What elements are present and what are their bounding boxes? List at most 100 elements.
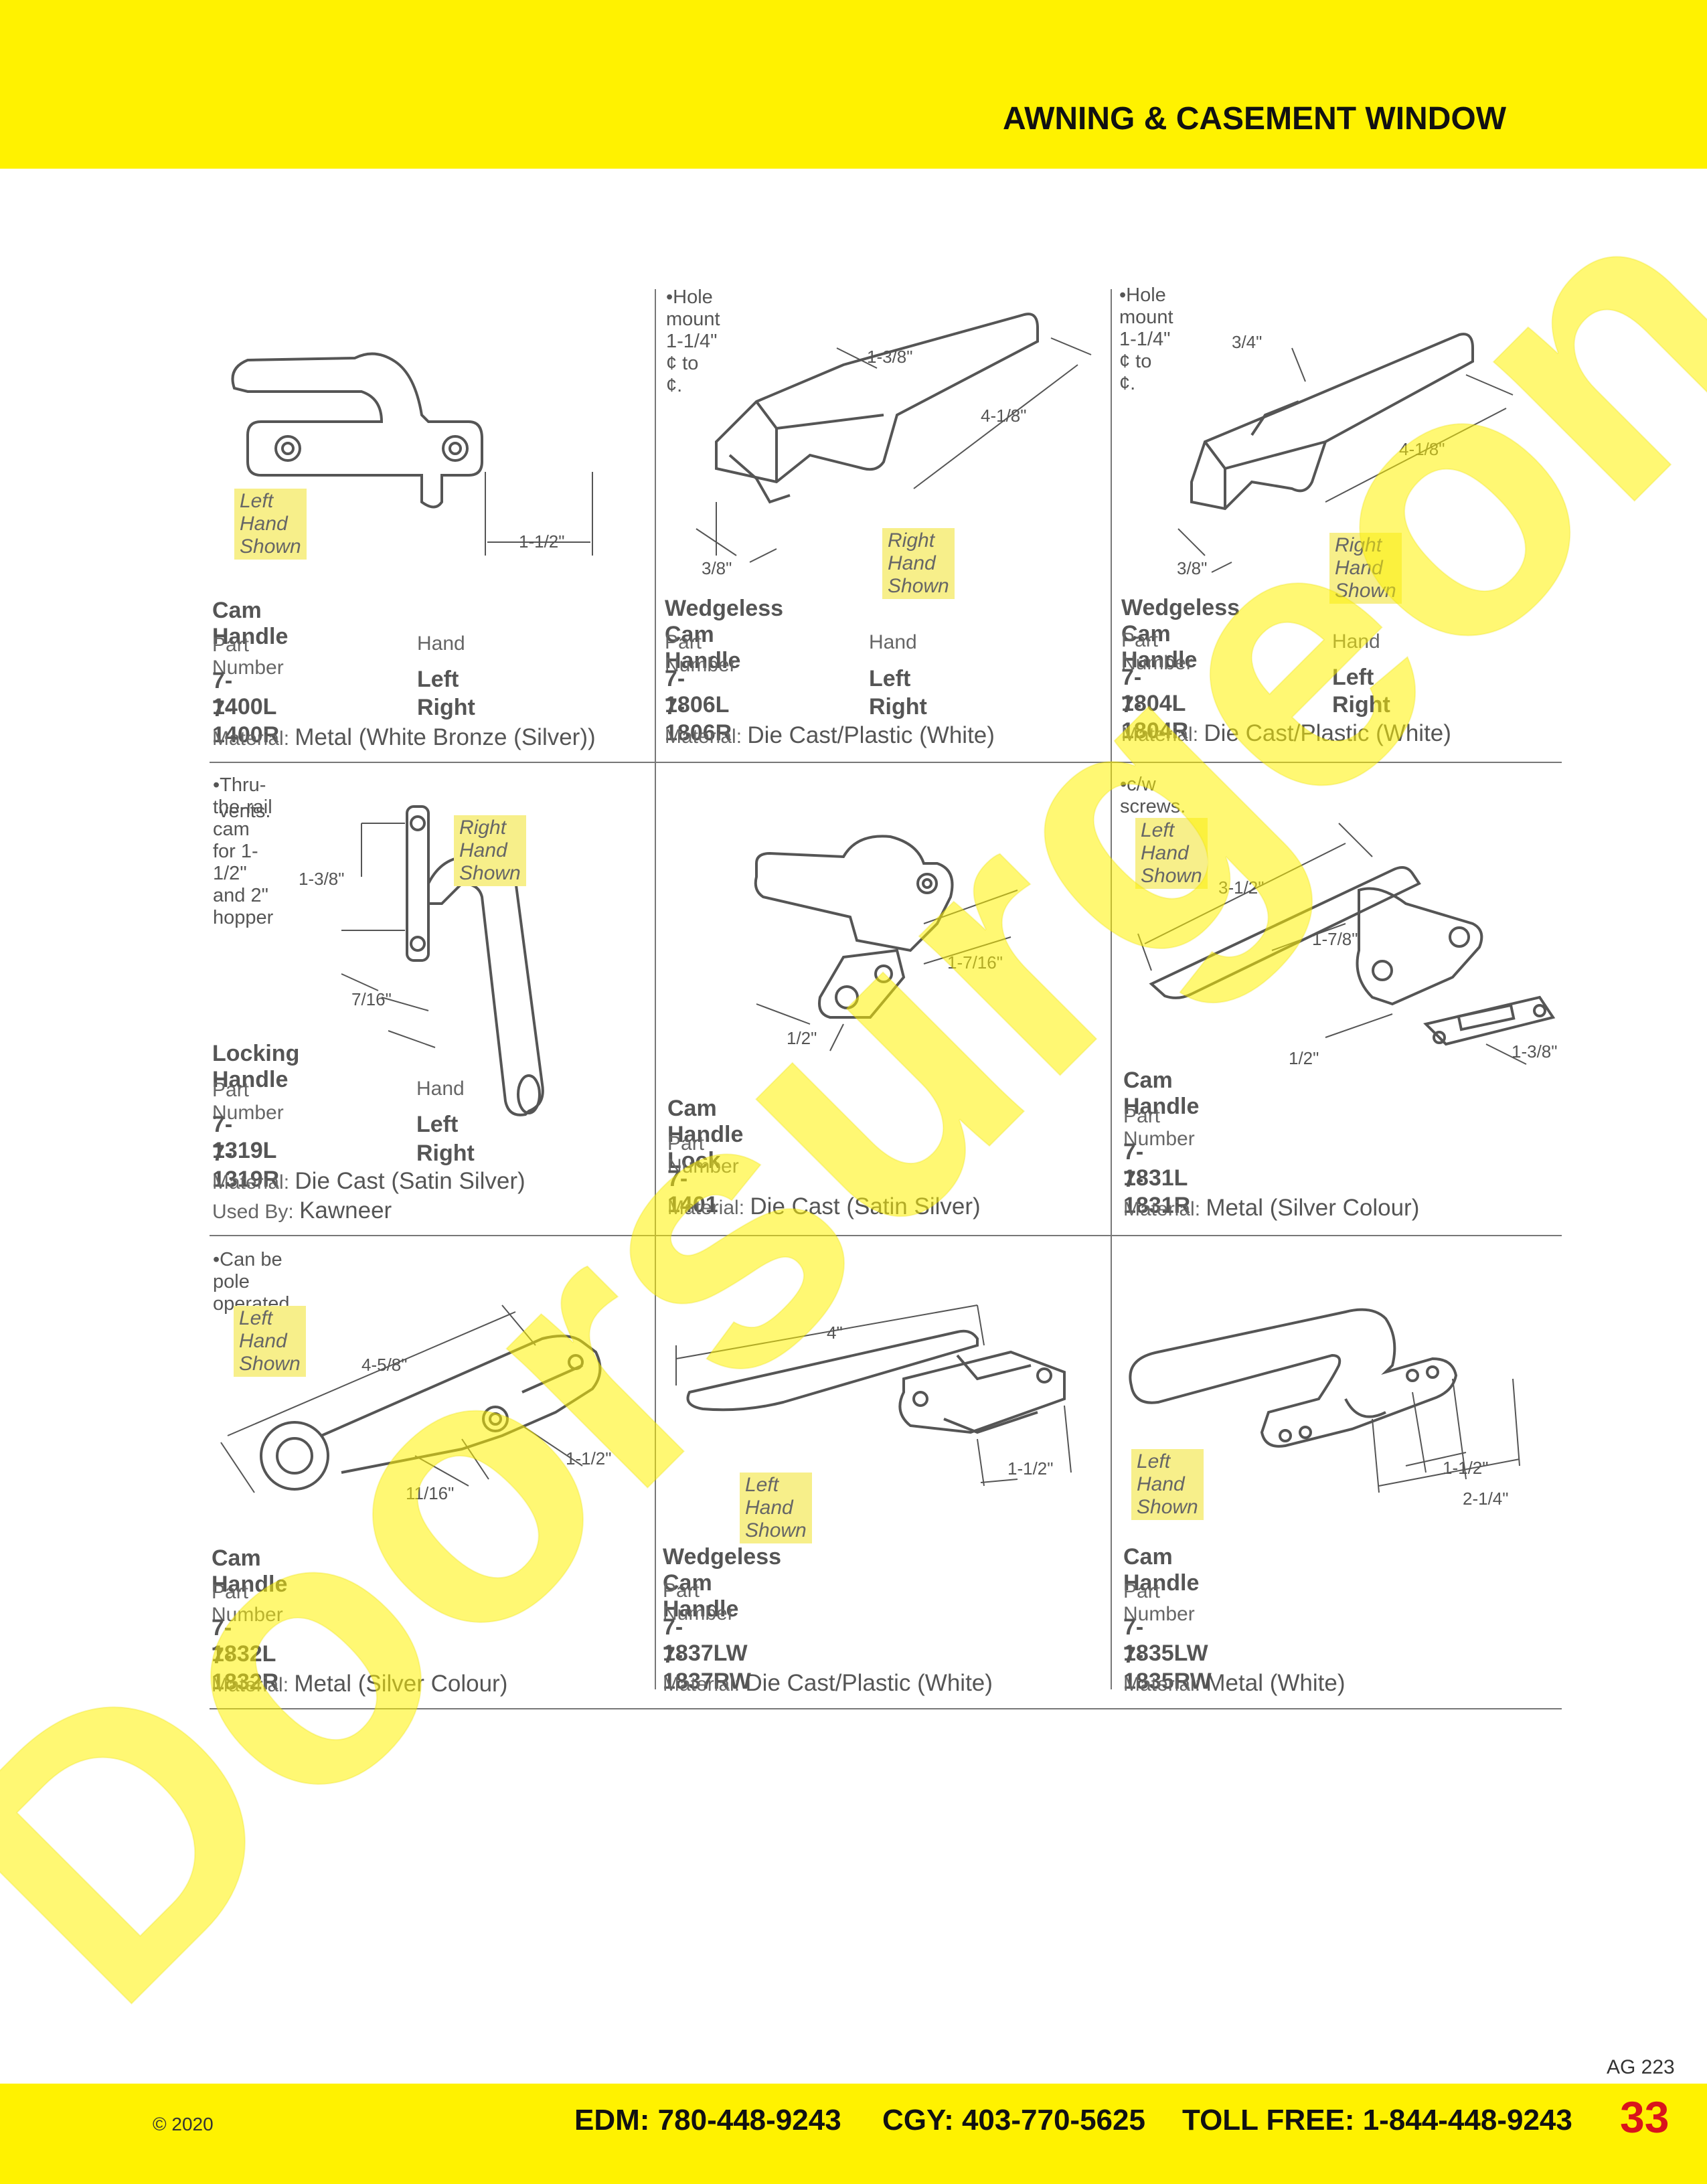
dimension-label: 1-3/8" (867, 347, 913, 367)
material-value: Metal (White) (1206, 1670, 1346, 1696)
column-divider-2 (1111, 289, 1112, 1689)
part-number: 7-1319R (212, 1141, 280, 1192)
dimension-label: 1-1/2" (1007, 1458, 1054, 1479)
hand-header: Hand (417, 633, 465, 655)
used-by-line: Used By: Kawneer (212, 1197, 392, 1224)
phone-toll-free[interactable]: TOLL FREE: 1-844-448-9243 (1182, 2104, 1572, 2136)
dimension-label: 1-7/16" (947, 952, 1003, 973)
footer-band (0, 2084, 1707, 2184)
part-number: 7-1804L (1121, 665, 1186, 716)
dimension-label: 1-1/2" (1443, 1458, 1489, 1478)
hand-shown-highlight: Right Hand Shown (454, 815, 526, 886)
material-line: Material: Die Cast/Plastic (White) (1121, 720, 1451, 746)
hand-header: Hand (1332, 631, 1380, 653)
part-number: 7-1319L (212, 1112, 277, 1163)
part-number: 7-1831R (1123, 1167, 1191, 1218)
part-number: 7-1832L (212, 1615, 276, 1667)
part-hand: Left (416, 1112, 459, 1137)
material-line: Material: Metal (White) (1123, 1670, 1346, 1696)
part-number-header: Part Number (212, 1079, 284, 1124)
dimension-label: 1-3/8" (1512, 1041, 1558, 1062)
hand-shown-highlight: Right Hand Shown (882, 528, 955, 599)
dimension-label: 11/16" (406, 1483, 454, 1503)
page-title: AWNING & CASEMENT WINDOW (1003, 101, 1506, 137)
product-name: Cam Handle (212, 598, 289, 649)
hand-shown-highlight: Right Hand Shown (1329, 533, 1402, 604)
product-name: Cam Handle (1123, 1068, 1200, 1119)
hand-shown-highlight: Left Hand Shown (1131, 1449, 1204, 1520)
catalog-code: AG 223 (1607, 2056, 1675, 2078)
part-hand: Left (869, 666, 911, 691)
dimension-label: 2-1/4" (1463, 1489, 1509, 1509)
header-band: AWNING & CASEMENT WINDOW (0, 0, 1707, 169)
wedgeless-cam-handle-diagram: 4" 1-1/2" (675, 1305, 1072, 1487)
phone-edmonton[interactable]: EDM: 780-448-9243 (574, 2104, 841, 2136)
phone-calgary[interactable]: CGY: 403-770-5625 (882, 2104, 1145, 2136)
part-hand: Left (1332, 665, 1374, 690)
dimension-label: 3-1/2" (1218, 877, 1265, 898)
part-number-header: Part Number (663, 1580, 734, 1624)
product-name: Wedgeless Cam Handle (665, 596, 784, 673)
part-number-header: Part Number (212, 634, 284, 679)
product-name: Cam Handle Lock (667, 1096, 744, 1173)
dimension-label: 3/8" (702, 558, 732, 578)
dimension-label: 4-5/8" (361, 1355, 408, 1375)
dimension-label: 1/2" (787, 1028, 817, 1048)
material-line: Material: Die Cast/Plastic (White) (663, 1670, 993, 1696)
dimension-label: 1-3/8" (299, 869, 345, 889)
row-divider-1 (210, 762, 1562, 763)
hand-shown-highlight: Left Hand Shown (234, 489, 307, 560)
product-name: Wedgeless Cam Handle (1121, 595, 1240, 673)
material-line: Material: Die Cast (Satin Silver) (212, 1168, 525, 1194)
part-number: 7-1837RW (663, 1643, 751, 1694)
part-hand: Right (417, 695, 475, 720)
dimension-label: 1-7/8" (1312, 929, 1358, 949)
material-value: Die Cast/Plastic (White) (745, 1670, 993, 1696)
dimension-label: 4-1/8" (1399, 439, 1445, 459)
hand-header: Hand (416, 1078, 465, 1100)
part-number: 7-1400R (212, 696, 280, 748)
product-note-continued: vents. (219, 801, 271, 822)
product-name: Cam Handle (212, 1545, 288, 1597)
part-number: 7-1835LW (1123, 1614, 1208, 1666)
material-line: Material: Die Cast (Satin Silver) (667, 1193, 981, 1220)
hand-header: Hand (869, 631, 917, 653)
dimension-label: 7/16" (351, 989, 392, 1009)
part-number: 7-1831L (1123, 1139, 1188, 1191)
product-name: Cam Handle (1123, 1544, 1200, 1596)
part-number-header: Part Number (1121, 629, 1193, 674)
cam-handle-diagram: 1-1/2" 2-1/4" (1129, 1308, 1520, 1509)
material-line: Material: Die Cast/Plastic (White) (665, 722, 995, 748)
part-hand: Right (416, 1141, 475, 1166)
material-line: Material: Metal (Silver Colour) (212, 1671, 508, 1697)
hand-shown-highlight: Left Hand Shown (740, 1473, 812, 1543)
material-value: Die Cast/Plastic (White) (747, 722, 995, 748)
row-divider-3 (210, 1708, 1562, 1709)
material-value: Metal (Silver Colour) (1206, 1195, 1420, 1221)
dimension-label: 1/2" (1289, 1048, 1319, 1068)
part-number-header: Part Number (1123, 1580, 1195, 1625)
material-value: Die Cast (Satin Silver) (295, 1168, 525, 1194)
material-line: Material: Metal (White Bronze (Silver)) (212, 724, 596, 750)
part-number: 7-1400L (212, 668, 277, 720)
product-name: Locking Handle (212, 1041, 300, 1092)
hand-shown-highlight: Left Hand Shown (1135, 818, 1208, 889)
product-note: •Thru-the-rail cam for 1-1/2" and 2" hop… (213, 774, 274, 928)
material-line: Material: Metal (Silver Colour) (1123, 1195, 1420, 1221)
dimension-label: 3/4" (1232, 332, 1262, 352)
part-hand: Right (869, 694, 927, 720)
wedgeless-cam-handle-diagram: 1-3/8" 4-1/8" 3/8" (696, 313, 1092, 578)
product-note: •Hole mount 1-1/4" ¢ to ¢. (666, 286, 720, 396)
material-value: Metal (White Bronze (Silver)) (295, 724, 596, 750)
dimension-label: 4-1/8" (981, 406, 1027, 426)
hand-shown-highlight: Left Hand Shown (234, 1306, 306, 1377)
dimension-label: 1-1/2" (519, 531, 565, 552)
dimension-label: 4" (827, 1323, 843, 1343)
cam-handle-diagram: 3-1/2" 1-7/8" 1/2" 1-3/8" (1137, 823, 1558, 1068)
column-divider-1 (655, 289, 656, 1689)
part-number: 7-1832R (212, 1643, 279, 1695)
page-number: 33 (1620, 2092, 1670, 2142)
part-number-header: Part Number (1123, 1105, 1195, 1150)
part-number-header: Part Number (667, 1132, 739, 1177)
dimension-label: 3/8" (1177, 558, 1207, 578)
